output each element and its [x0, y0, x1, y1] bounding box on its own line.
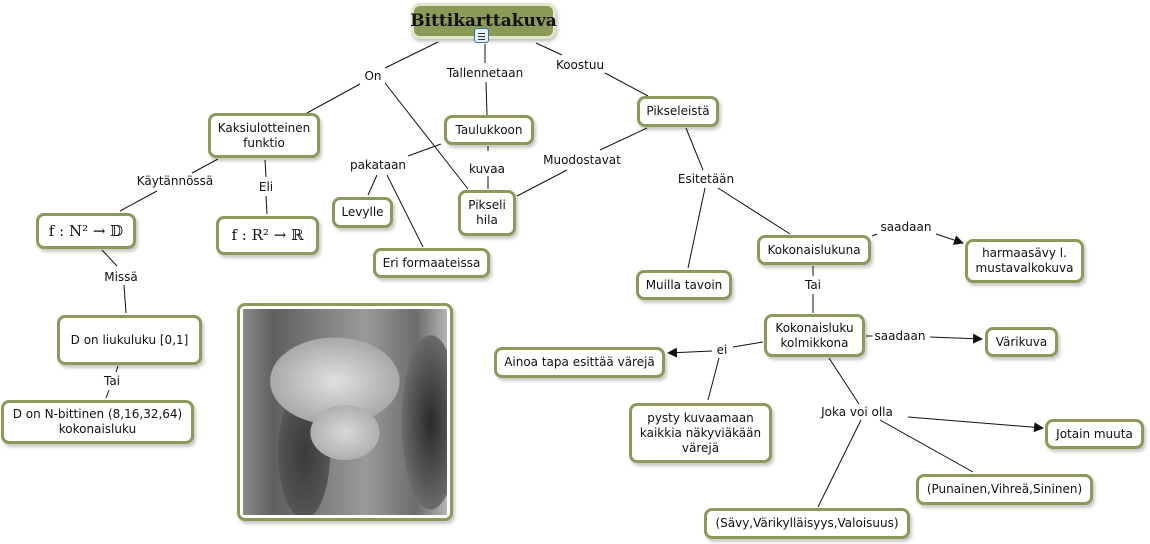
link-label-tai-1: Tai	[101, 374, 123, 388]
node-muilla-tavoin[interactable]: Muilla tavoin	[636, 270, 732, 300]
node-kokonaisluku-kolmikkona[interactable]: Kokonaisluku kolmikkona	[764, 314, 865, 357]
link-label-tai-2: Tai	[802, 278, 824, 292]
node-eri-formaateissa[interactable]: Eri formaateissa	[373, 248, 490, 278]
link-label-ei: ei	[714, 343, 730, 357]
node-pysty-kuvaamaan[interactable]: pysty kuvaamaan kaikkia näkyviäkään väre…	[629, 403, 772, 463]
link-label-missa: Missä	[102, 270, 140, 284]
link-label-saadaan-2: saadaan	[872, 329, 928, 343]
link-label-esitetaan: Esitetään	[675, 172, 737, 186]
root-node[interactable]: Bittikarttakuva	[410, 3, 557, 39]
node-d-bittinen[interactable]: D on N-bittinen (8,16,32,64) kokonaisluk…	[1, 400, 194, 444]
node-f-n2-d[interactable]: f : N² → 𝔻	[36, 213, 136, 249]
node-kaksiulotteinen-funktio[interactable]: Kaksiulotteinen funktio	[208, 113, 320, 158]
grayscale-photo	[243, 309, 447, 515]
node-varikuva[interactable]: Värikuva	[985, 327, 1058, 357]
node-f-r2-r[interactable]: f : R² → ℝ	[216, 216, 319, 255]
link-label-kaytannossa: Käytännössä	[134, 174, 216, 188]
link-label-pakataan: pakataan	[347, 158, 409, 172]
root-title: Bittikarttakuva	[410, 11, 557, 31]
link-label-koostuu: Koostuu	[553, 58, 607, 72]
node-taulukkoon[interactable]: Taulukkoon	[444, 115, 534, 145]
document-image-icon[interactable]	[474, 28, 489, 43]
node-kokonaislukuna[interactable]: Kokonaislukuna	[757, 235, 871, 265]
link-label-joka-voi-olla: Joka voi olla	[819, 405, 895, 419]
node-d-liukuluku[interactable]: D on liukuluku [0,1]	[57, 315, 202, 365]
link-label-tallennetaan: Tallennetaan	[444, 66, 526, 80]
node-rgb[interactable]: (Punainen,Vihreä,Sininen)	[916, 474, 1093, 505]
link-label-kuvaa: kuvaa	[467, 162, 507, 176]
node-hsv[interactable]: (Sävy,Värikylläisyys,Valoisuus)	[704, 508, 910, 539]
node-harmaasavy[interactable]: harmaasävy l. mustavalkokuva	[965, 239, 1084, 283]
link-label-on: On	[362, 69, 384, 83]
node-jotain-muuta[interactable]: Jotain muuta	[1045, 419, 1144, 449]
node-levylle[interactable]: Levylle	[332, 197, 393, 228]
image-node[interactable]	[237, 303, 453, 521]
node-pikseli-hila[interactable]: Pikseli hila	[458, 190, 516, 236]
link-label-muodostavat: Muodostavat	[541, 153, 623, 167]
link-label-eli: Eli	[256, 180, 276, 194]
node-pikseleista[interactable]: Pikseleistä	[637, 96, 719, 127]
link-label-saadaan-1: saadaan	[878, 220, 934, 234]
node-ainoa-tapa[interactable]: Ainoa tapa esittää värejä	[494, 347, 665, 378]
